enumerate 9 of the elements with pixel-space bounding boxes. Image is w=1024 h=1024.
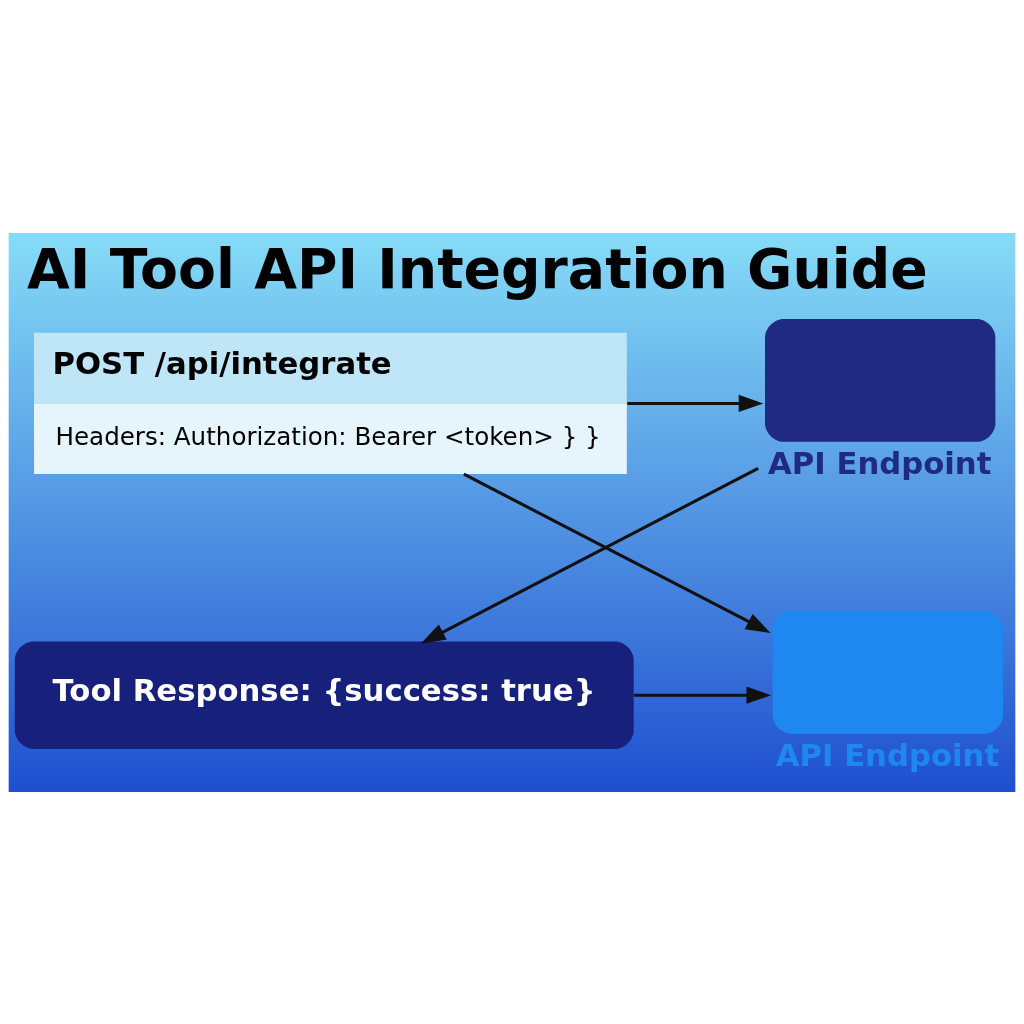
node-box bbox=[772, 610, 1004, 734]
arrow bbox=[627, 394, 764, 412]
arrow bbox=[463, 472, 771, 633]
diagram-title: AI Tool API Integration Guide bbox=[27, 236, 928, 301]
node-box bbox=[765, 318, 996, 442]
arrow bbox=[420, 466, 759, 643]
node-label: API Endpoint bbox=[768, 444, 992, 481]
arrow bbox=[634, 686, 772, 704]
node-box: Tool Response: {success: true} bbox=[14, 641, 634, 749]
